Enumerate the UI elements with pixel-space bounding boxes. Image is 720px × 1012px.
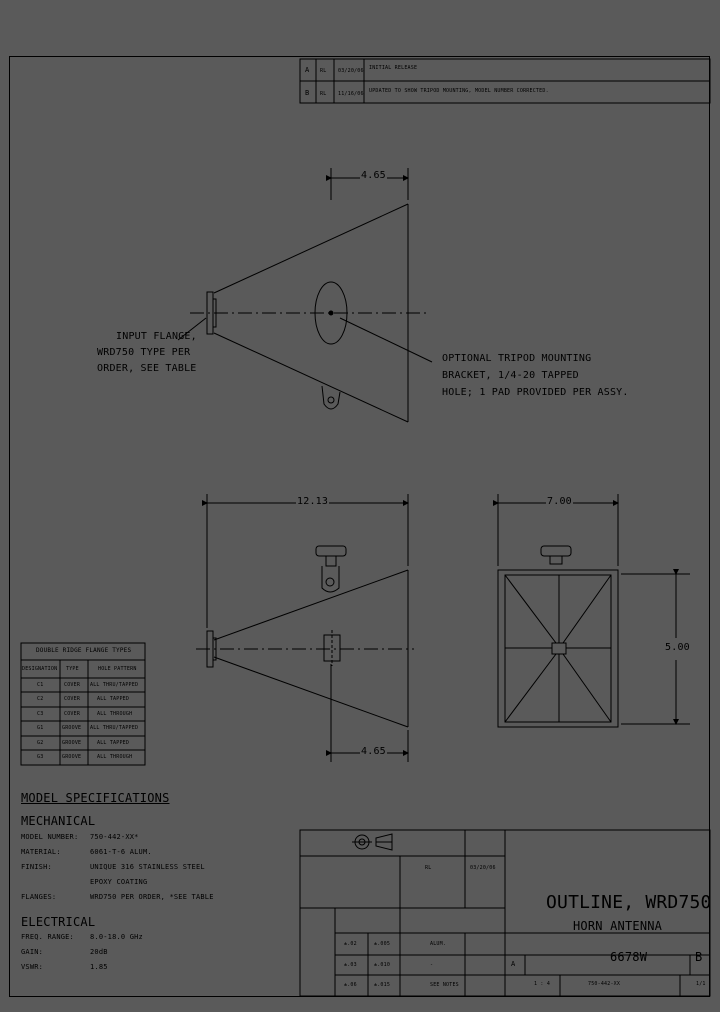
spec-value: 750-442-XX* (90, 833, 139, 841)
scale: 1 : 4 (534, 981, 551, 987)
spec-label: VSWR: (21, 963, 44, 971)
projection-symbol (352, 833, 393, 851)
tolerance-value: ±.06 (344, 982, 357, 988)
flange-row-pattern: ALL TAPPED (97, 696, 130, 702)
spec-value: UNIQUE 316 STAINLESS STEEL (90, 863, 205, 871)
flange-row-pattern: ALL TAPPED (97, 740, 130, 746)
flange-table-title: DOUBLE RIDGE FLANGE TYPES (36, 647, 132, 654)
drawing-subtitle: HORN ANTENNA (573, 919, 663, 933)
flange-table-header: DESIGNATION (22, 666, 58, 672)
dim-end-width: 7.00 (546, 496, 573, 507)
spec-value: 20dB (90, 948, 108, 956)
material-note: ALUM. (430, 941, 447, 947)
spec-value: 6061-T-6 ALUM. (90, 848, 152, 856)
tolerance-value: ±.03 (344, 962, 357, 968)
part-number: 750-442-XX (588, 981, 621, 987)
rev-letter: B (305, 89, 310, 97)
horn-top-view (177, 168, 433, 423)
rev-description: INITIAL RELEASE (369, 65, 418, 71)
spec-label: MATERIAL: (21, 848, 61, 856)
spec-label: FINISH: (21, 863, 52, 871)
flange-row-pattern: ALL THRU/TAPPED (90, 725, 139, 731)
flange-row-designation: C3 (37, 711, 44, 717)
flange-row-type: GROOVE (62, 725, 82, 731)
spec-label: GAIN: (21, 948, 44, 956)
drawing-title: OUTLINE, WRD750 (546, 892, 712, 913)
rev-description: UPDATED TO SHOW TRIPOD MOUNTING, MODEL N… (369, 88, 549, 94)
flange-row-designation: G2 (37, 740, 44, 746)
flange-row-type: GROOVE (62, 754, 82, 760)
flange-row-designation: G1 (37, 725, 44, 731)
notes-reference: SEE NOTES (430, 982, 459, 988)
rev-date: 11/16/06 (338, 91, 364, 97)
flange-row-designation: G3 (37, 754, 44, 760)
flange-row-designation: C2 (37, 696, 44, 702)
horn-end-view (493, 494, 690, 728)
flange-row-type: GROOVE (62, 740, 82, 746)
drawn-date: 03/20/06 (470, 865, 496, 871)
horn-side-view (196, 494, 414, 762)
flange-row-pattern: ALL THRU/TAPPED (90, 682, 139, 688)
spec-value: 8.0-18.0 GHz (90, 933, 143, 941)
tolerance-value: ±.010 (374, 962, 391, 968)
sheet-size: A (511, 960, 516, 968)
dim-end-height: 5.00 (664, 642, 691, 653)
tolerance-value: ±.015 (374, 982, 391, 988)
spec-label: FREQ. RANGE: (21, 933, 74, 941)
drawn-by: RL (425, 865, 432, 871)
flange-row-pattern: ALL THROUGH (97, 754, 133, 760)
title-block-grid (299, 829, 711, 997)
spec-value: EPOXY COATING (90, 878, 148, 886)
rev-date: 03/20/06 (338, 68, 364, 74)
flange-row-pattern: ALL THROUGH (97, 711, 133, 717)
dim-side-mount: 4.65 (360, 746, 387, 757)
spec-label: FLANGES: (21, 893, 57, 901)
finish-note: - (430, 962, 434, 968)
spec-value: 1.85 (90, 963, 108, 971)
rev-by: RL (320, 91, 327, 97)
spec-label: MODEL NUMBER: (21, 833, 79, 841)
flange-table-grid (20, 642, 146, 766)
spec-value: WRD750 PER ORDER, *SEE TABLE (90, 893, 214, 901)
flange-row-type: COVER (64, 682, 81, 688)
dim-side-length: 12.13 (296, 496, 330, 507)
flange-row-type: COVER (64, 696, 81, 702)
dim-top-length: 4.65 (360, 170, 387, 181)
flange-row-type: COVER (64, 711, 81, 717)
flange-table-header: HOLE PATTERN (98, 666, 137, 672)
tripod-callout: OPTIONAL TRIPOD MOUNTING (442, 353, 592, 364)
tolerance-value: ±.005 (374, 941, 391, 947)
flange-table-header: TYPE (66, 666, 79, 672)
tripod-callout: BRACKET, 1/4-20 TAPPED (442, 370, 579, 381)
rev-letter: A (305, 66, 310, 74)
tripod-callout: HOLE; 1 PAD PROVIDED PER ASSY. (442, 387, 629, 398)
revision-letter: B (695, 950, 703, 964)
sheet-count: 1/1 (696, 981, 706, 987)
tolerance-value: ±.02 (344, 941, 357, 947)
input-flange-callout: INPUT FLANGE, (116, 331, 197, 342)
drawing-number: 6678W (610, 950, 648, 964)
input-flange-callout: ORDER, SEE TABLE (97, 363, 197, 374)
specs-heading: MODEL SPECIFICATIONS (21, 791, 170, 805)
mechanical-heading: MECHANICAL (21, 814, 96, 828)
electrical-heading: ELECTRICAL (21, 915, 96, 929)
flange-row-designation: C1 (37, 682, 44, 688)
rev-by: RL (320, 68, 327, 74)
input-flange-callout: WRD750 TYPE PER (97, 347, 191, 358)
